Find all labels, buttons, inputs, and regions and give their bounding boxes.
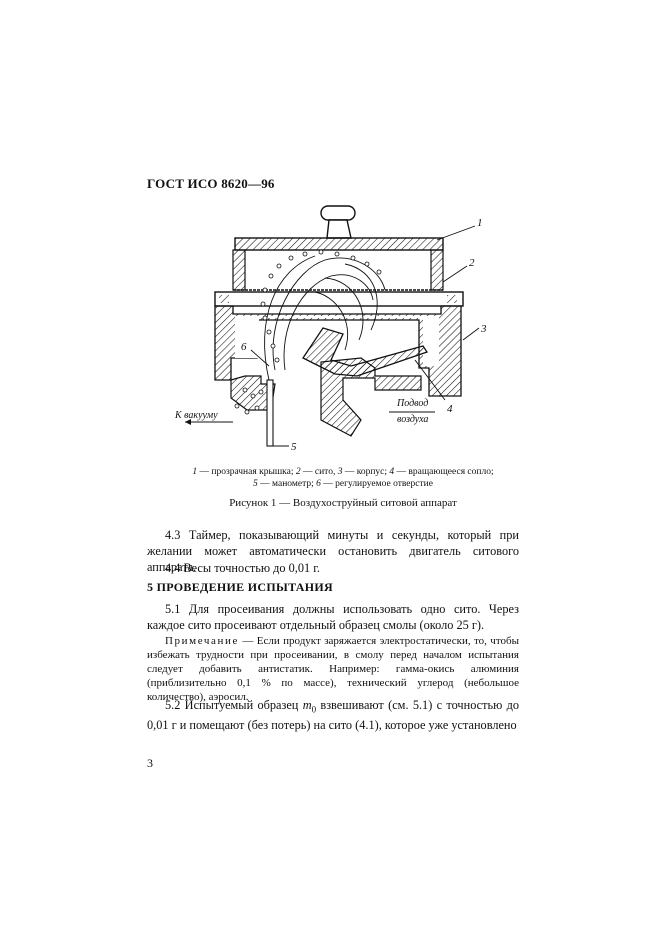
figure-caption: Рисунок 1 — Воздухоструйный ситовой аппа…: [229, 497, 457, 509]
vacuum-label: К вакууму: [175, 410, 218, 421]
paragraph-5-2: 5.2 Испытуемый образец m0 взвешивают (см…: [147, 698, 519, 733]
callout-3: 3: [480, 323, 487, 335]
callout-5: 5: [291, 441, 297, 453]
transparent-lid: [234, 237, 444, 251]
note-text: — Если продукт заряжается электростатиче…: [147, 635, 519, 703]
legend-line-2: 5 — манометр; 6 — регулируемое отверстие: [253, 479, 433, 489]
housing-rim: [214, 291, 464, 307]
vacuum-outlet: [230, 375, 276, 411]
manometer-tube: [266, 379, 274, 447]
callout-4: 4: [447, 403, 453, 415]
callout-leaders: [250, 225, 480, 447]
sieve-apparatus-figure: 1 2 3 4 5 6 К вакууму Подвод воздуха: [175, 200, 505, 460]
callout-6: 6: [241, 341, 247, 353]
callout-1: 1: [477, 217, 483, 229]
callout-2: 2: [469, 257, 475, 269]
sieve-frame-right: [430, 249, 444, 291]
housing-body: [214, 305, 462, 397]
rotating-nozzle: [302, 327, 429, 377]
air-flow-lines: [264, 255, 386, 381]
legend-line-1: 1 — прозрачная крышка; 2 — сито, 3 — кор…: [192, 467, 494, 477]
paragraph-4-3: 4.3 Таймер, показывающий минуты и секунд…: [147, 528, 519, 574]
page-number: 3: [147, 756, 153, 770]
paragraph-4-4: 4.4 Весы точностью до 0,01 г.: [165, 561, 320, 575]
section-heading: 5 ПРОВЕДЕНИЕ ИСПЫТАНИЯ: [147, 580, 333, 594]
note-label: Примечание: [165, 635, 239, 647]
air-supply-label-1: Подвод: [396, 398, 428, 409]
note-block: Примечание — Если продукт заряжается эле…: [147, 634, 519, 704]
figure-legend: 1 — прозрачная крышка; 2 — сито, 3 — кор…: [170, 466, 516, 490]
paragraph-5-1: 5.1 Для просеивания должны использовать …: [147, 602, 519, 632]
sieve-frame-left: [232, 249, 246, 291]
particle-dots: [234, 249, 382, 415]
air-supply-label-2: воздуха: [397, 414, 428, 425]
document-header: ГОСТ ИСО 8620—96: [147, 176, 275, 191]
lid-knob: [320, 205, 356, 239]
